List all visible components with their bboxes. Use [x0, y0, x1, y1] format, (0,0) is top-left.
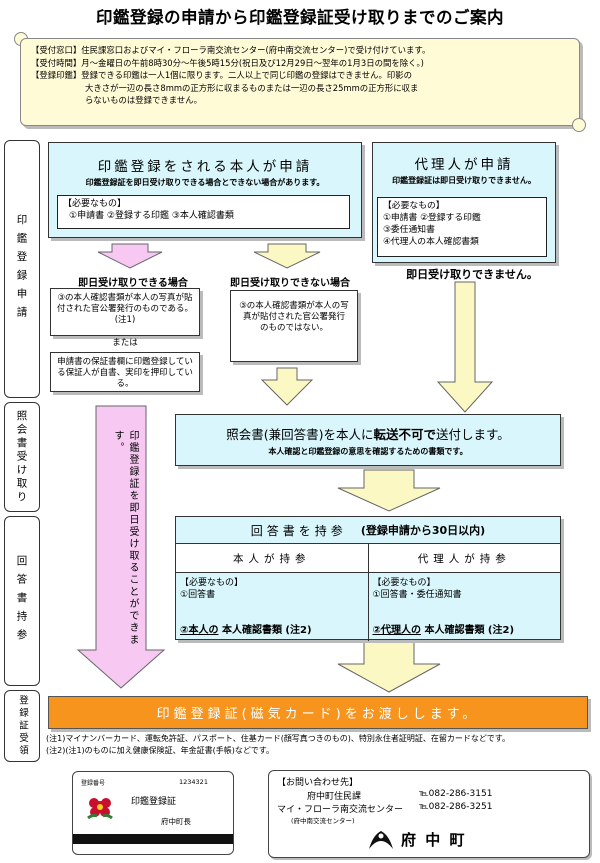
answer-col1-header: 本人が持参 [176, 544, 369, 572]
final-banner: 印鑑登録証(磁気カード)をお渡しします。 [48, 696, 588, 729]
step-label-receive: 登録証受領 [4, 690, 40, 762]
footnote-1: (注1)マイナンバーカード、運転免許証、パスポート、住基カード(顔写真つきのもの… [46, 734, 510, 743]
self-needs-items: ①申請書 ②登録する印鑑 ③本人確認書類 [69, 211, 234, 221]
answer-col2: 【必要なもの】 ①回答書・委任通知書 ②代理人の 本人確認書類 (注2) [369, 573, 561, 641]
answer-col1-needs-title: 【必要なもの】 [180, 578, 244, 588]
answer-col2-header: 代理人が持参 [417, 552, 511, 565]
answer-col1-item: ①回答書 [180, 590, 216, 600]
step-label-inquiry-text: 照会書受け取り [15, 409, 28, 505]
info-line-seal: 【登録印鑑】登録できる印鑑は一人1個に限ります。二人以上で同じ印鑑の登録はできま… [31, 70, 412, 80]
self-apply-needs: 【必要なもの】 ①申請書 ②登録する印鑑 ③本人確認書類 [57, 195, 350, 229]
answer-cols: 【必要なもの】 ①回答書 ②本人の 本人確認書類 (注2) 【必要なもの】 ①回… [176, 573, 560, 641]
answer-col1-bottom-u: ②本人の [180, 625, 219, 636]
answer-heading: 回答書を持参 [250, 523, 347, 538]
registration-card-illustration: 登録番号 1234321 印鑑登録証 府中町長 [72, 771, 234, 855]
contact-tel2: ℡082-286-3251 [419, 802, 493, 812]
answer-col2-bottom-u: ②代理人の [372, 625, 421, 636]
self-apply-sub: 印鑑登録証を即日受け取りできる場合とできない場合があります。 [85, 178, 325, 187]
contact-org2: マイ・フローラ南交流センター [277, 805, 404, 815]
card-title: 印鑑登録証 [131, 797, 177, 807]
contact-title: 【お問い合わせ先】 [277, 778, 359, 788]
yellow-arrow-answer [337, 641, 441, 693]
not-same-day-condition: ③の本人確認書類が本人の写真が貼付された官公署発行のものではない。 [230, 290, 358, 362]
answer-col-headers: 本人が持参 代理人が持参 [176, 544, 560, 573]
answer-col2-needs-title: 【必要なもの】 [372, 578, 436, 588]
camellia-icon [87, 798, 113, 820]
magnetic-stripe [73, 834, 233, 844]
step-label-inquiry: 照会書受け取り [4, 402, 40, 512]
inquiry-box: 照会書(兼回答書)を本人に転送不可で送付します。 本人確認と印鑑登録の意思を確認… [175, 414, 561, 466]
yellow-arrow-inquiry [337, 469, 441, 512]
info-line-seal-size: 大きさが一辺の長さ8mmの正方形に収まるものまたは一辺の長さ25mmの正方形に収… [85, 82, 419, 93]
contact-box: 【お問い合わせ先】 府中町住民課 ℡082-286-3151 マイ・フローラ南交… [268, 770, 590, 858]
inquiry-main-post: 送付します。 [436, 427, 510, 442]
step-label-answer: 回答書持参 [4, 516, 40, 686]
agent-needs-item2: ③委任通知書 [383, 225, 435, 235]
yellow-arrow-self [253, 243, 321, 269]
step-label-application-text: 印鑑登録申請 [15, 213, 28, 325]
pink-arrow-large [76, 405, 166, 689]
yellow-arrow-not-same-day [260, 367, 314, 406]
agent-no-same-day: 即日受け取りできません。 [406, 268, 538, 281]
inquiry-main-bold: 転送不可で [373, 427, 436, 442]
agent-needs-title: 【必要なもの】 [383, 201, 445, 211]
page-title: 印鑑登録の申請から印鑑登録証受け取りまでのご案内 [96, 8, 504, 27]
contact-org1: 府中町住民課 [307, 792, 362, 802]
footnote-2: (注2)(注1)のものに加え健康保険証、年金証書(手帳)などです。 [46, 746, 274, 755]
self-apply-box: 印鑑登録をされる本人が申請 印鑑登録証を即日受け取りできる場合とできない場合があ… [48, 142, 362, 238]
answer-col1-bottom-text: 本人確認書類 (注2) [221, 625, 312, 636]
agent-apply-heading: 代理人が申請 [414, 157, 514, 173]
inquiry-main: 照会書(兼回答書)を本人に転送不可で送付します。 [176, 424, 560, 443]
agent-needs-item3: ④代理人の本人確認書類 [383, 237, 479, 247]
inquiry-main-pre: 照会書(兼回答書)を本人に [226, 427, 374, 442]
info-line-hours: 【受付時間】月～金曜日の午前8時30分～午後5時15分(祝日及び12月29日～翌… [31, 57, 424, 68]
scroll-curl-right [572, 118, 586, 132]
answer-col2-item: ①回答書・委任通知書 [372, 590, 462, 600]
agent-apply-sub: 印鑑登録証は即日受け取りできません。 [392, 176, 536, 185]
not-same-day-label: 即日受け取りできない場合 [230, 278, 350, 289]
answer-heading-row: 回答書を持参 (登録申請から30日以内) [176, 517, 560, 544]
card-reg-label: 登録番号 [81, 780, 106, 787]
step-label-receive-text: 登録証受領 [17, 694, 28, 758]
contact-town-name: 府 中 町 [401, 831, 467, 849]
contact-tel1: ℡082-286-3151 [419, 789, 493, 799]
contact-org2-note: (府中南交流センター) [291, 817, 355, 825]
answer-col1-bottom: ②本人の 本人確認書類 (注2) [180, 625, 312, 637]
town-logo-icon [369, 831, 393, 849]
same-day-condition-1: ③の本人確認書類が本人の写真が貼付された官公署発行のものである。(注1) [50, 288, 200, 336]
agent-needs-item1: ①申請書 ②登録する印鑑 [383, 213, 481, 223]
answer-col2-bottom-text: 本人確認書類 (注2) [424, 625, 515, 636]
agent-apply-box: 代理人が申請 印鑑登録証は即日受け取りできません。 【必要なもの】 ①申請書 ②… [372, 142, 556, 263]
answer-heading-note: (登録申請から30日以内) [360, 524, 486, 537]
step-label-answer-text: 回答書持参 [15, 554, 28, 648]
step-label-application: 印鑑登録申請 [4, 140, 40, 398]
answer-col1: 【必要なもの】 ①回答書 ②本人の 本人確認書類 (注2) [176, 573, 369, 641]
pink-arrow-text-wrap: 印鑑登録証を即日受け取ることができます。 [110, 430, 138, 650]
self-needs-title: 【必要なもの】 [63, 199, 127, 209]
info-line-seal-size-end: らないものは登録できません。 [85, 95, 202, 105]
same-day-condition-2: 申請書の保証書欄に印鑑登録している保証人が自書、実印を押印している。 [50, 352, 200, 392]
self-apply-heading: 印鑑登録をされる本人が申請 [97, 159, 313, 175]
info-scroll: 【受付窓口】住民課窓口およびマイ・フローラ南交流センター(府中南交流センター)で… [20, 38, 580, 126]
pink-arrow-text: 印鑑登録証を即日受け取ることができます。 [112, 430, 138, 646]
same-day-or: または [112, 338, 138, 348]
agent-apply-needs: 【必要なもの】 ①申請書 ②登録する印鑑 ③委任通知書 ④代理人の本人確認書類 [377, 197, 547, 257]
card-issuer: 府中町長 [161, 817, 191, 826]
card-reg-no: 1234321 [179, 778, 208, 786]
same-day-label: 即日受け取りできる場合 [78, 278, 188, 289]
pink-arrow-small [97, 243, 163, 269]
yellow-arrow-agent [436, 281, 494, 413]
inquiry-sub: 本人確認と印鑑登録の意思を確認するための書類です。 [268, 447, 468, 456]
footnotes: (注1)マイナンバーカード、運転免許証、パスポート、住基カード(顔写真つきのもの… [46, 733, 594, 757]
answer-box: 回答書を持参 (登録申請から30日以内) 本人が持参 代理人が持参 【必要なもの… [175, 516, 561, 641]
info-line-reception: 【受付窓口】住民課窓口およびマイ・フローラ南交流センター(府中南交流センター)で… [31, 45, 431, 55]
answer-col2-bottom: ②代理人の 本人確認書類 (注2) [373, 625, 515, 637]
